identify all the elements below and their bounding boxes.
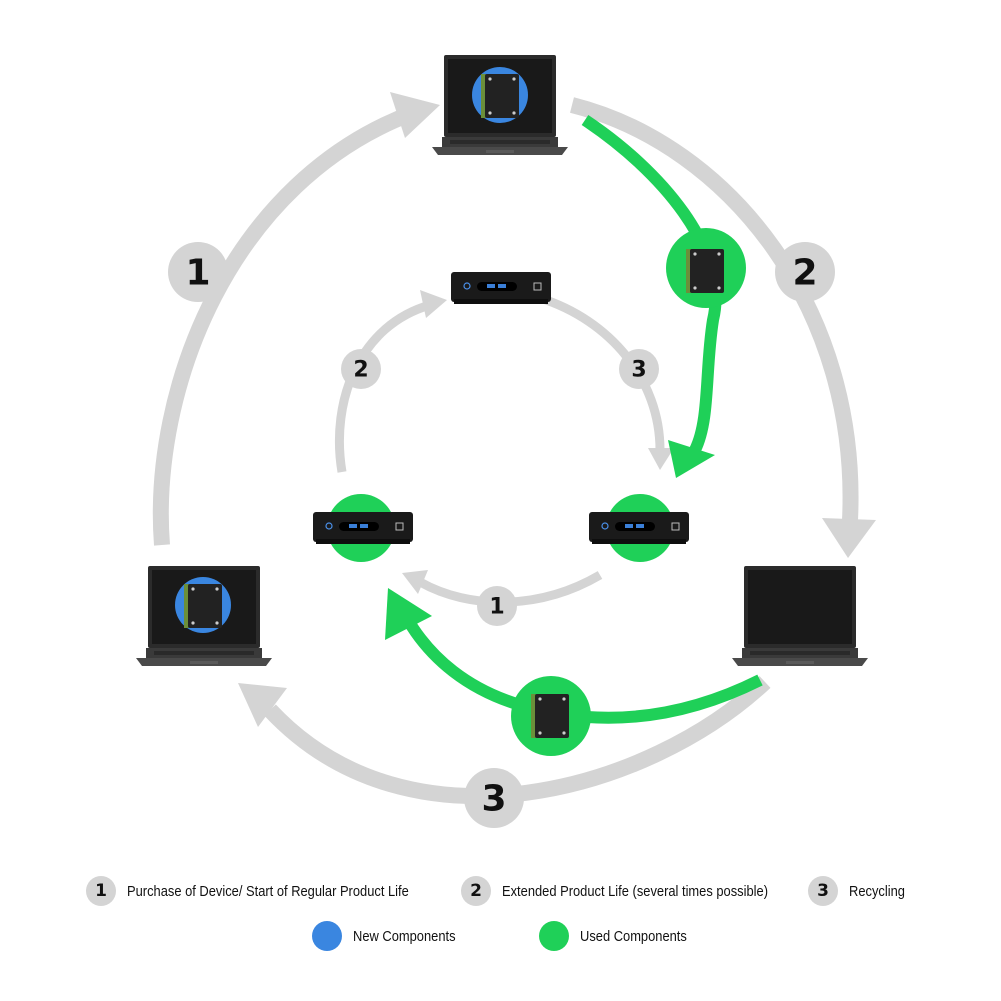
outer-step-2-badge: 2: [775, 242, 835, 302]
used-component-circle-bottom: [511, 676, 591, 756]
legend-used-components-label: Used Components: [580, 927, 687, 945]
minipc-top: [450, 271, 552, 305]
legend-used-components: Used Components: [539, 916, 704, 956]
legend-step-2-label: Extended Product Life (several times pos…: [502, 882, 769, 900]
legend-new-components-label: New Components: [353, 927, 456, 945]
inner-step-2-badge: 2: [341, 349, 381, 389]
minipc-right: [588, 511, 690, 545]
new-components-dot: [312, 921, 342, 951]
laptop-right-empty: [732, 566, 868, 666]
legend-new-components: New Components: [312, 916, 472, 956]
inner-step-3-badge: 3: [619, 349, 659, 389]
legend-step-3-label: Recycling: [849, 882, 905, 900]
svg-text:2: 2: [792, 253, 817, 294]
legend-step-1-badge: 1: [86, 876, 116, 906]
legend-step-3-badge: 3: [808, 876, 838, 906]
inner-arrow-3: [538, 293, 674, 470]
outer-arrow-3: [238, 676, 771, 805]
used-components-dot: [539, 921, 569, 951]
used-component-circle-right: [666, 228, 746, 308]
legend-step-1-label: Purchase of Device/ Start of Regular Pro…: [127, 882, 409, 900]
svg-text:3: 3: [481, 779, 506, 820]
legend-components: New Components Used Components: [0, 916, 1001, 956]
laptop-top: [432, 55, 568, 155]
legend-step-1: 1 Purchase of Device/ Start of Regular P…: [86, 871, 455, 911]
legend-step-3: 3 Recycling: [808, 871, 914, 911]
outer-step-1-badge: 1: [168, 242, 228, 302]
svg-text:2: 2: [353, 358, 368, 383]
svg-text:1: 1: [489, 595, 504, 620]
svg-text:1: 1: [185, 253, 210, 294]
legend-steps: 1 Purchase of Device/ Start of Regular P…: [0, 871, 1001, 911]
minipc-left: [312, 511, 414, 545]
outer-arrow-2: [570, 97, 876, 558]
laptop-left: [136, 566, 272, 666]
outer-step-3-badge: 3: [464, 768, 524, 828]
inner-step-1-badge: 1: [477, 586, 517, 626]
legend-step-2: 2 Extended Product Life (several times p…: [461, 871, 811, 911]
legend-step-2-badge: 2: [461, 876, 491, 906]
svg-text:3: 3: [631, 358, 646, 383]
